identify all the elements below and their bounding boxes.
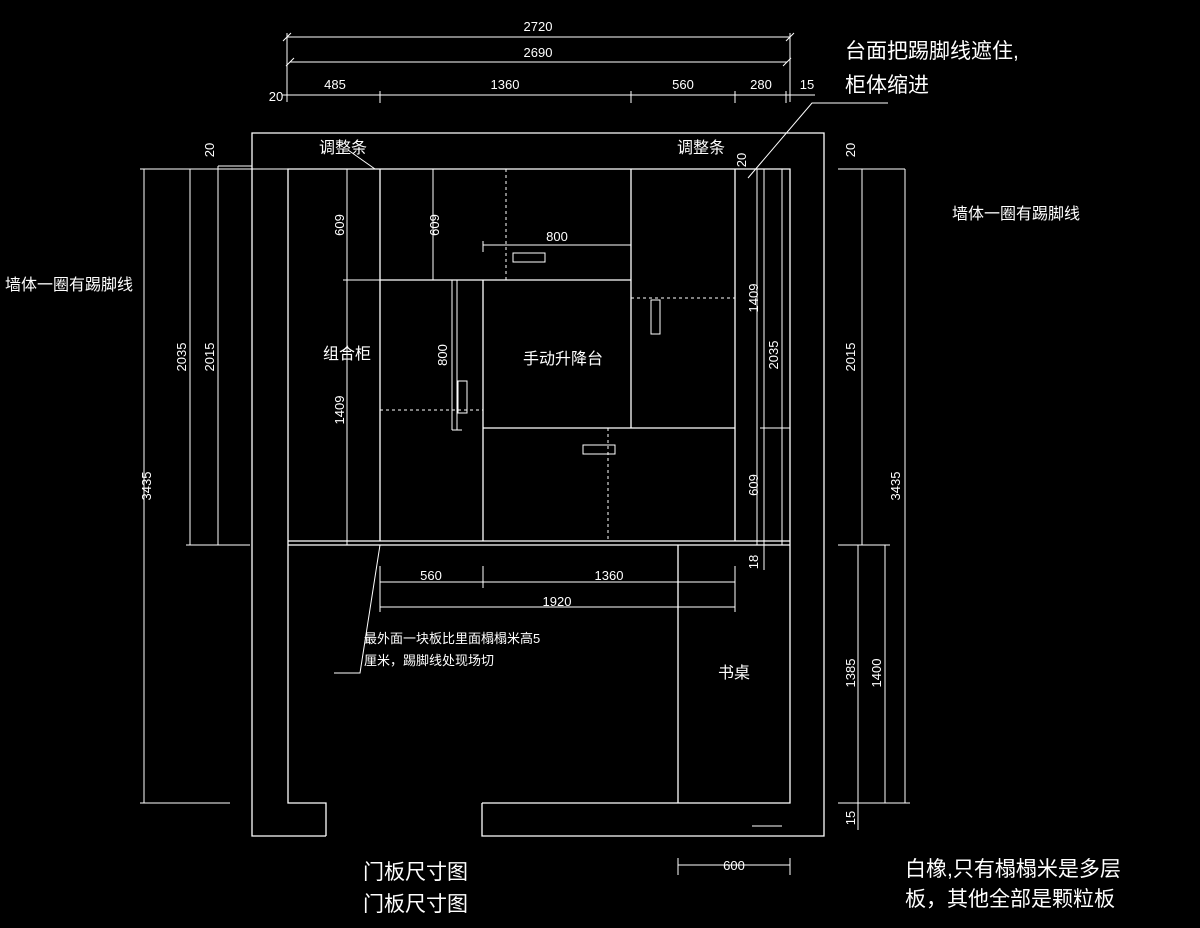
dim-top-left-gap: 20 bbox=[269, 89, 283, 104]
right-inner-dimensions bbox=[760, 169, 790, 570]
dim-right-1400: 1400 bbox=[869, 659, 884, 688]
note-countertop-line2: 柜体缩进 bbox=[845, 74, 929, 97]
cabinet-lines bbox=[288, 168, 790, 546]
note-panel-line2: 厘米，踢脚线处现场切 bbox=[364, 653, 494, 668]
dim-right-inner-1409: 1409 bbox=[746, 284, 761, 313]
dim-right-3435: 3435 bbox=[888, 472, 903, 501]
dim-800-h-line bbox=[482, 241, 632, 252]
dim-left-3435: 3435 bbox=[139, 472, 154, 501]
dim-inner-800-v: 800 bbox=[435, 344, 450, 366]
note-material-line1: 白橡,只有榻榻米是多层 bbox=[905, 858, 1121, 881]
wall-outline bbox=[251, 132, 825, 837]
dim-top-total: 2720 bbox=[524, 19, 553, 34]
dim-corner-20: 20 bbox=[734, 153, 749, 167]
dim-top-seg1: 485 bbox=[324, 77, 346, 92]
bottom-dimensions bbox=[379, 566, 791, 875]
dim-top-seg3: 560 bbox=[672, 77, 694, 92]
dim-right-2015: 2015 bbox=[843, 343, 858, 372]
dim-right-1385: 1385 bbox=[843, 659, 858, 688]
leader-lines bbox=[334, 102, 888, 674]
dim-top-inner: 2690 bbox=[524, 45, 553, 60]
dim-inner-1409-left: 1409 bbox=[332, 396, 347, 425]
label-combo-cabinet: 组合柜 bbox=[323, 345, 371, 363]
lower-area bbox=[287, 545, 791, 827]
dim-top-seg2: 1360 bbox=[491, 77, 520, 92]
dim-left-2035: 2035 bbox=[174, 343, 189, 372]
dim-right-inner-609: 609 bbox=[746, 474, 761, 496]
dim-right-inner-18: 18 bbox=[746, 555, 761, 569]
dim-bottom-1920: 1920 bbox=[543, 594, 572, 609]
dim-left-2015: 2015 bbox=[202, 343, 217, 372]
dim-top-right-gap: 15 bbox=[800, 77, 814, 92]
dim-inner-609-b: 609 bbox=[427, 214, 442, 236]
dim-right-inner-2035: 2035 bbox=[766, 341, 781, 370]
note-panel-line1: 最外面一块板比里面榻榻米高5 bbox=[364, 631, 540, 646]
note-material-line2: 板，其他全部是颗粒板 bbox=[905, 888, 1115, 911]
note-countertop-line1: 台面把踢脚线遮住, bbox=[845, 40, 1019, 63]
label-adjust-strip-left: 调整条 bbox=[319, 139, 367, 157]
left-dimensions bbox=[140, 165, 462, 804]
top-dimensions bbox=[282, 32, 815, 103]
dim-left-20: 20 bbox=[202, 143, 217, 157]
dim-bottom-600: 600 bbox=[723, 858, 745, 873]
label-adjust-strip-right: 调整条 bbox=[677, 139, 725, 157]
dim-inner-800-h: 800 bbox=[546, 229, 568, 244]
right-dimensions bbox=[838, 168, 910, 830]
dim-right-15: 15 bbox=[843, 811, 858, 825]
label-manual-lift-table: 手动升降台 bbox=[523, 350, 603, 368]
dim-bottom-560: 560 bbox=[420, 568, 442, 583]
label-desk: 书桌 bbox=[718, 664, 750, 682]
label-wall-skirting-left: 墙体一圈有踢脚线 bbox=[5, 276, 133, 294]
dim-right-20: 20 bbox=[843, 143, 858, 157]
dim-top-seg4: 280 bbox=[750, 77, 772, 92]
title-door-panel-1: 门板尺寸图 bbox=[363, 861, 468, 884]
title-door-panel-2: 门板尺寸图 bbox=[363, 893, 468, 916]
dim-inner-609-a: 609 bbox=[332, 214, 347, 236]
dim-bottom-1360: 1360 bbox=[595, 568, 624, 583]
label-wall-skirting-right: 墙体一圈有踢脚线 bbox=[952, 205, 1080, 223]
